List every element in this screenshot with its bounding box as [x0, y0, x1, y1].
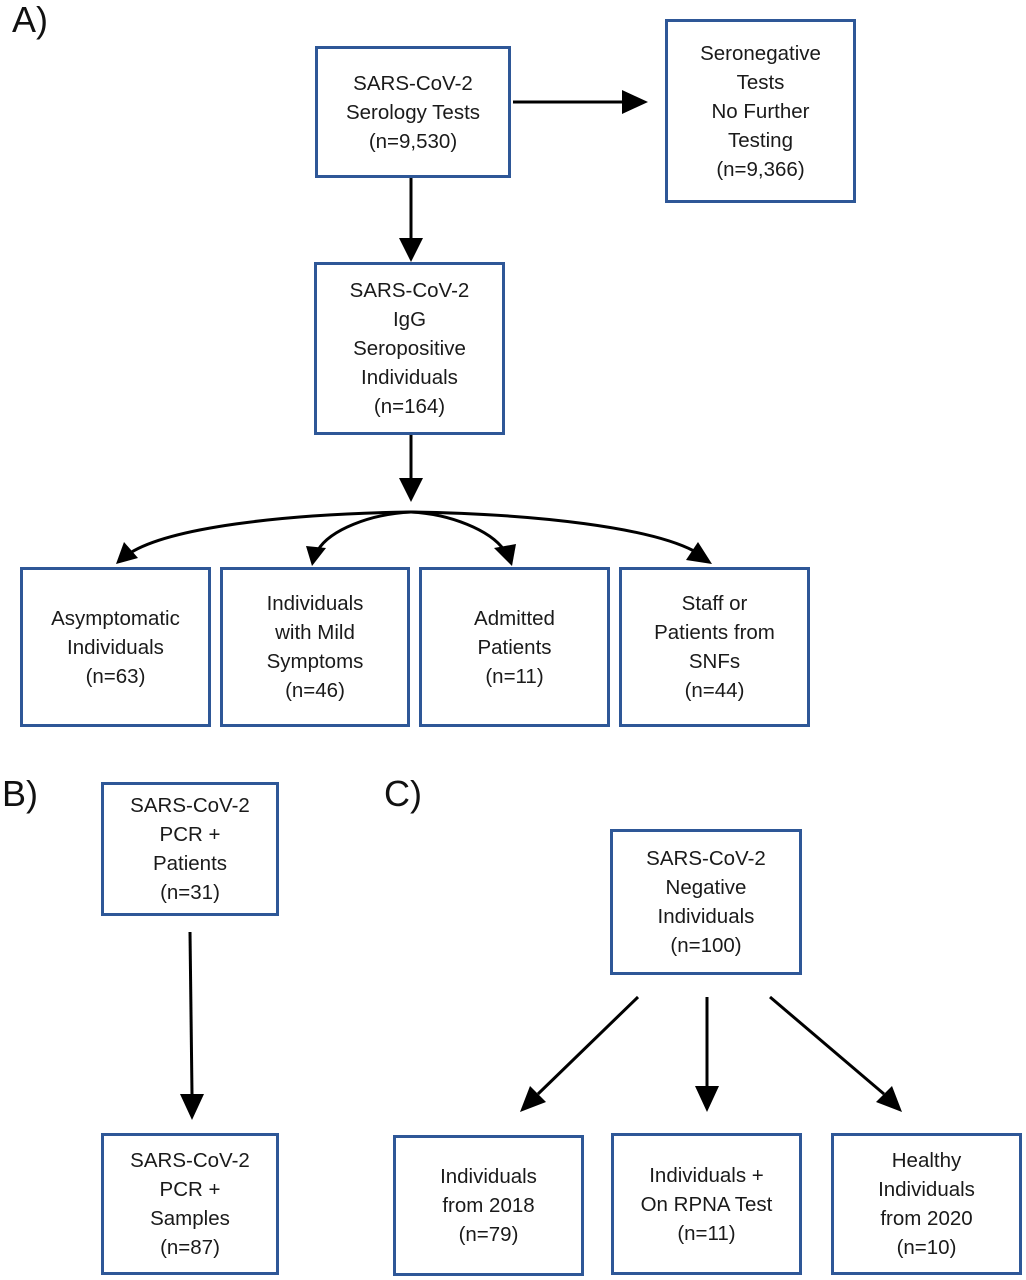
seropositive-text: SARS-CoV-2 IgG Seropositive Individuals … — [349, 279, 470, 418]
pcr-patients-text: SARS-CoV-2 PCR + Patients (n=31) — [130, 794, 250, 904]
panel-label-c: C) — [384, 773, 422, 814]
curve-to-asymptomatic — [129, 510, 412, 555]
from-2018-box: Individuals from 2018 (n=79) — [393, 1135, 584, 1276]
pcr-samples-text: SARS-CoV-2 PCR + Samples (n=87) — [130, 1149, 250, 1259]
asymptomatic-text: Asymptomatic Individuals (n=63) — [51, 606, 180, 688]
arrowhead-icon — [686, 542, 712, 564]
arrowhead-icon — [494, 544, 516, 566]
arrowhead-icon — [399, 238, 423, 262]
arrowhead-icon — [399, 478, 423, 502]
arrowhead-icon — [116, 542, 138, 564]
arrowhead-icon — [876, 1086, 902, 1112]
negative-box: SARS-CoV-2 Negative Individuals (n=100) — [610, 829, 802, 975]
rpna-text: Individuals + On RPNA Test (n=11) — [640, 1163, 773, 1245]
arrowhead-icon — [622, 90, 648, 114]
arrow-to-from-2018 — [536, 995, 640, 1096]
admitted-text: Admitted Patients (n=11) — [474, 606, 555, 688]
arrowhead-icon — [695, 1086, 719, 1112]
arrow-to-pcr-samples — [188, 931, 194, 1095]
arrow-to-healthy-2020 — [769, 995, 885, 1096]
arrowhead-icon — [180, 1094, 204, 1120]
snf-text: Staff or Patients from SNFs (n=44) — [654, 592, 775, 702]
from-2018-text: Individuals from 2018 (n=79) — [440, 1165, 537, 1246]
negative-text: SARS-CoV-2 Negative Individuals (n=100) — [646, 847, 766, 957]
serology-tests-box: SARS-CoV-2 Serology Tests (n=9,530) — [315, 46, 511, 178]
snf-box: Staff or Patients from SNFs (n=44) — [619, 567, 810, 727]
mild-symptoms-box: Individuals with Mild Symptoms (n=46) — [220, 567, 410, 727]
seronegative-text: Seronegative Tests No Further Testing (n… — [700, 41, 821, 181]
seropositive-box: SARS-CoV-2 IgG Seropositive Individuals … — [314, 262, 505, 435]
mild-symptoms-text: Individuals with Mild Symptoms (n=46) — [266, 592, 364, 702]
curve-to-mild-symptoms — [316, 510, 412, 551]
arrowhead-icon — [306, 546, 326, 566]
curve-to-admitted — [410, 510, 506, 551]
panel-label-a: A) — [12, 0, 48, 40]
serology-tests-text: SARS-CoV-2 Serology Tests (n=9,530) — [345, 71, 481, 153]
healthy-2020-text: Healthy Individuals from 2020 (n=10) — [878, 1149, 975, 1259]
pcr-samples-box: SARS-CoV-2 PCR + Samples (n=87) — [101, 1133, 279, 1275]
arrowhead-icon — [520, 1086, 546, 1112]
asymptomatic-box: Asymptomatic Individuals (n=63) — [20, 567, 211, 727]
seronegative-box: Seronegative Tests No Further Testing (n… — [665, 19, 856, 203]
rpna-box: Individuals + On RPNA Test (n=11) — [611, 1133, 802, 1275]
pcr-patients-box: SARS-CoV-2 PCR + Patients (n=31) — [101, 782, 279, 916]
admitted-box: Admitted Patients (n=11) — [419, 567, 610, 727]
curve-to-snf — [410, 510, 695, 553]
healthy-2020-box: Healthy Individuals from 2020 (n=10) — [831, 1133, 1022, 1275]
panel-label-b: B) — [2, 773, 38, 814]
